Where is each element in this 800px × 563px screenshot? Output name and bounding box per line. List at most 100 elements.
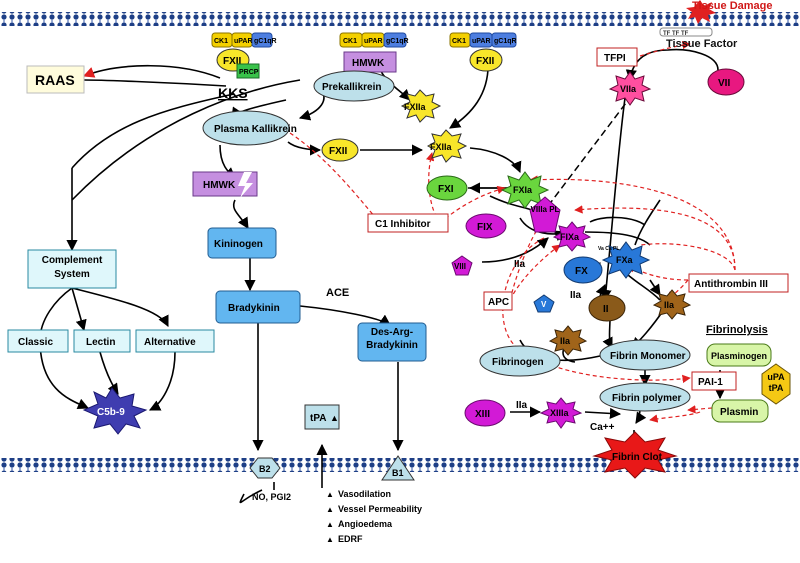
plasminogen-box xyxy=(706,343,772,367)
fxia-label: FXIa xyxy=(513,185,533,195)
gc1qr-label-1: gC1qR xyxy=(254,38,277,45)
apc-label: APC xyxy=(488,297,509,308)
bradykinin-label: Bradykinin xyxy=(228,303,280,314)
fixa-star xyxy=(552,221,592,252)
fibrin-polymer-node xyxy=(599,382,691,412)
receptor-cluster-1: CK1 uPAR gC1qR xyxy=(211,32,277,48)
plasmin-box xyxy=(711,399,769,423)
plasma-kallikrein-label: Plasma Kallikrein xyxy=(214,124,297,135)
iia-label-xiii: IIa xyxy=(516,400,528,411)
kininogen-box xyxy=(207,227,277,259)
prekallikrein-label: Prekallikrein xyxy=(322,82,381,93)
fxia-star xyxy=(500,171,550,209)
ck1-label-2: CK1 xyxy=(343,38,357,45)
fixa-label: FIXa xyxy=(560,232,580,242)
iia-label-right: IIa xyxy=(664,300,675,310)
upa-tpa-fo: uPA tPA xyxy=(767,372,785,393)
fxi-node xyxy=(426,175,468,201)
gc1qr-label-3: gC1qR xyxy=(494,38,517,45)
fxiia-star-1 xyxy=(400,89,442,123)
tpa-up-arrow-icon: ▲ xyxy=(330,413,339,423)
v-label: V xyxy=(541,300,547,309)
viii-node xyxy=(451,255,473,276)
vii-node xyxy=(707,68,745,96)
kks-label: KKS xyxy=(218,85,248,101)
iia-star-left xyxy=(548,325,588,356)
fxa-label: FXa xyxy=(616,255,634,265)
viia-star xyxy=(608,71,652,106)
viiia-pl-label: VIIIa PL xyxy=(530,205,560,214)
ii-label: II xyxy=(603,304,609,315)
fibrin-monomer-node xyxy=(599,339,691,371)
fibrin-clot-star xyxy=(592,431,678,479)
fibrinogen-node xyxy=(479,345,561,377)
alternative-label: Alternative xyxy=(144,337,196,348)
complement-fo: Complement System xyxy=(41,255,103,280)
fx-label: FX xyxy=(575,266,588,277)
b2-label: B2 xyxy=(259,464,271,474)
plasma-kallikrein-node xyxy=(202,110,290,146)
effect-label: Vessel Permeability xyxy=(338,504,422,514)
fix-label: FIX xyxy=(477,222,493,233)
gc1qr-label-2: gC1qR xyxy=(386,38,409,45)
fibrin-polymer-label: Fibrin polymer xyxy=(612,393,682,404)
iia-label-left: IIa xyxy=(560,336,571,346)
pai1-label: PAI-1 xyxy=(698,377,723,388)
tissue-damage-star xyxy=(686,0,716,24)
c1-inhibitor-label: C1 Inhibitor xyxy=(375,219,431,230)
fibrinolysis-label: Fibrinolysis xyxy=(706,324,768,336)
v-node xyxy=(533,294,555,313)
hmwk-label-mid: HMWK xyxy=(203,180,236,191)
upa-tpa-label: uPA tPA xyxy=(767,372,785,393)
ii-node xyxy=(588,294,626,322)
alternative-box xyxy=(135,329,215,353)
effect-arrow-icon: ▲ xyxy=(326,520,334,529)
fx-node xyxy=(563,256,603,284)
tfpi-box xyxy=(596,47,638,67)
prcp-label: PRCP xyxy=(239,69,259,76)
prekallikrein-node xyxy=(313,70,395,102)
black-arrows xyxy=(39,48,726,504)
tf-marks-label: TF TF TF xyxy=(663,31,689,37)
cleavage-bolt-icon xyxy=(238,172,253,198)
fxiia-label-1: FXIIa xyxy=(404,102,427,112)
fxa-cofactors-label: Va Ca PL xyxy=(598,246,619,252)
xiiia-label: XIIIa xyxy=(550,408,570,418)
fxi-label: FXI xyxy=(438,184,454,195)
pai1-box xyxy=(691,371,737,391)
fxiia-label-2: FXIIa xyxy=(430,142,453,152)
classic-label: Classic xyxy=(18,337,53,348)
bradykinin-box xyxy=(215,290,301,324)
classic-box xyxy=(7,329,69,353)
antithrombin-label: Antithrombin III xyxy=(694,279,768,290)
hmwk-label-top: HMWK xyxy=(352,58,385,69)
tfpi-label: TFPI xyxy=(604,53,626,64)
fxiia-star-2 xyxy=(426,129,468,163)
xiii-node xyxy=(464,399,506,427)
effect-label: Vasodilation xyxy=(338,489,391,499)
viii-label: VIII xyxy=(454,262,466,271)
fibrinogen-label: Fibrinogen xyxy=(492,357,544,368)
c5b9-star xyxy=(82,387,148,435)
tissue-factor-label: Tissue Factor xyxy=(666,38,738,50)
complement-system-label: Complement System xyxy=(41,255,103,280)
fxa-star xyxy=(601,241,651,279)
iia-label-2: IIa xyxy=(570,290,582,301)
ck1-label-1: CK1 xyxy=(214,38,228,45)
antithrombin-box xyxy=(688,273,789,293)
upar-label-3: uPAR xyxy=(472,38,491,45)
xiii-label: XIII xyxy=(475,409,490,420)
c1-inhibitor-box xyxy=(367,213,449,233)
plasminogen-label: Plasminogen xyxy=(711,351,767,361)
raas-box xyxy=(26,65,85,94)
ck1-label-3: CK1 xyxy=(452,38,466,45)
iia-star-right xyxy=(652,289,692,320)
effects-list: ▲Vasodilation▲Vessel Permeability▲Angioe… xyxy=(326,489,422,544)
tissue-damage-label: Tissue Damage xyxy=(692,0,773,12)
ace-label: ACE xyxy=(326,287,349,299)
fibrin-monomer-label: Fibrin Monomer xyxy=(610,351,686,362)
prcp-box xyxy=(236,63,260,79)
lectin-box xyxy=(73,329,131,353)
upar-label-2: uPAR xyxy=(364,38,383,45)
